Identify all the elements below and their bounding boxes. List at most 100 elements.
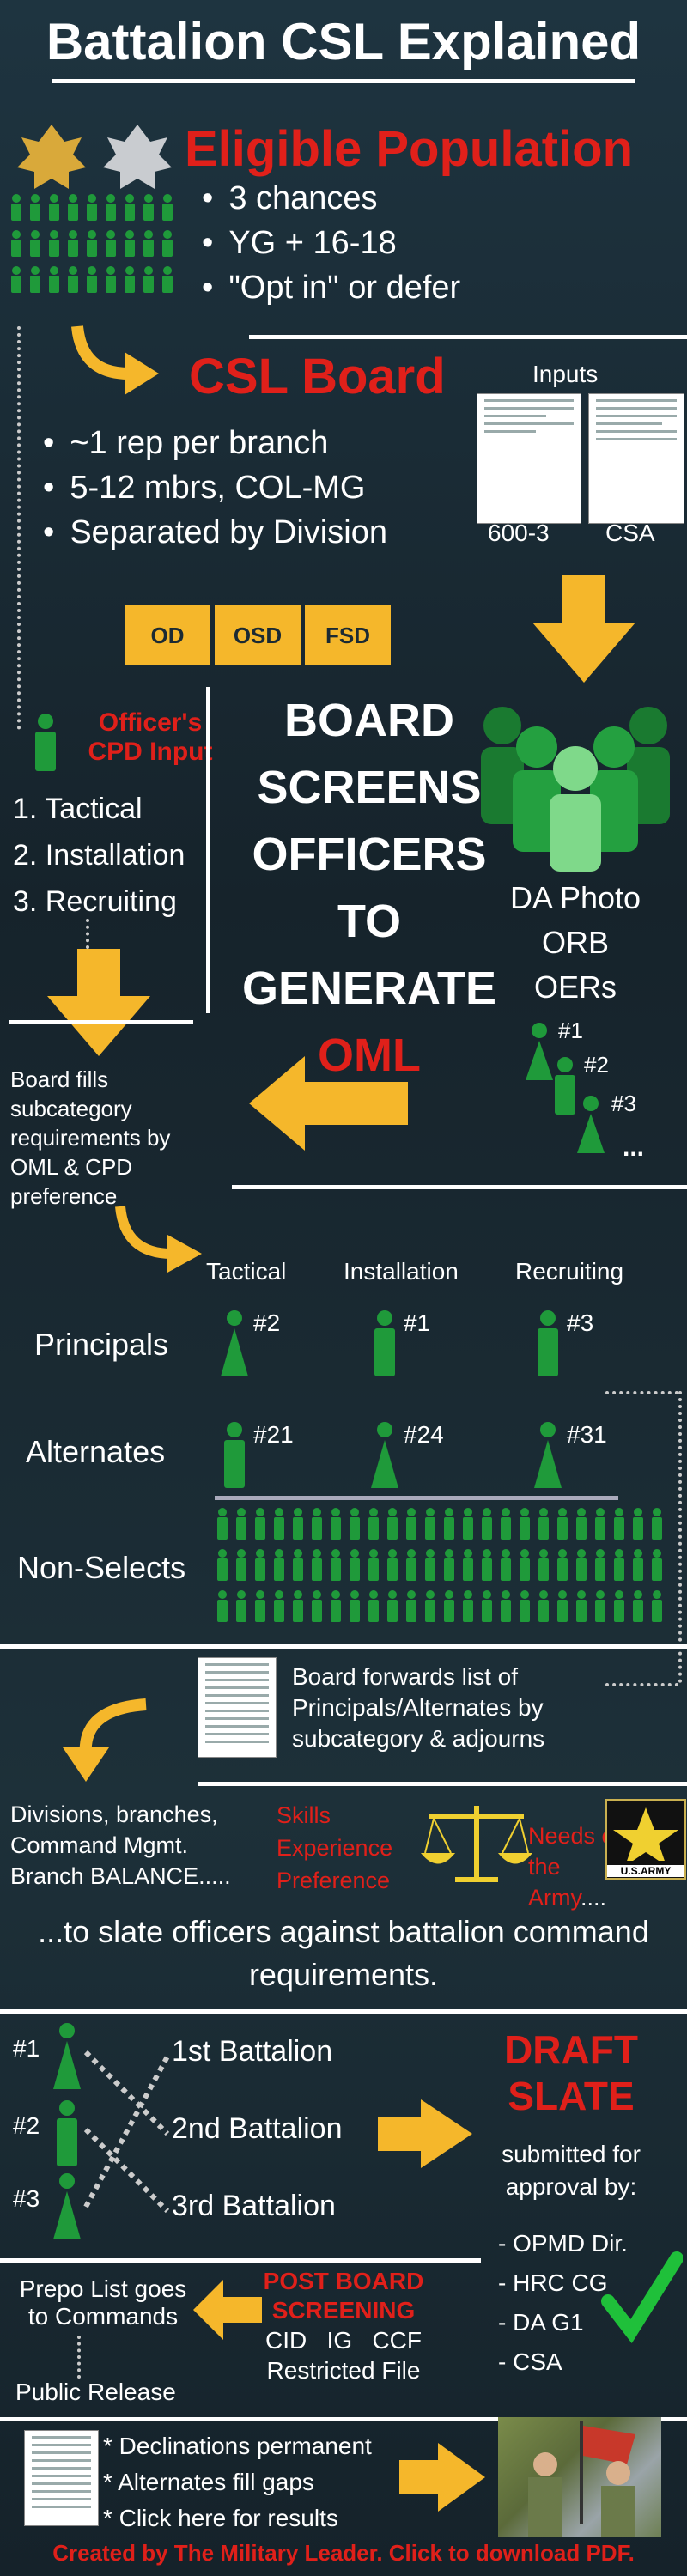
scales-icon [421,1806,532,1882]
connector-dots [605,1683,678,1686]
right-arrow-icon [378,2099,472,2168]
rank-label: #2 [253,1309,281,1336]
board-fills-text: Board fills subcategory requirements by … [10,1066,171,1209]
screens-line: SCREENS [257,762,482,813]
list-item: Preference [277,1868,391,1893]
list-item: 5-12 mbrs, COL-MG [43,465,387,510]
results-link[interactable]: * Click here for results [103,2505,338,2531]
list-item: - CSA [498,2348,562,2375]
doc-label: CSA [605,519,655,546]
balance-text: Divisions, branches, Command Mgmt. Branc… [10,1801,231,1889]
army-logo-text: U.S.ARMY [607,1865,684,1877]
right-arrow-icon [399,2443,485,2512]
results-document[interactable] [24,2430,99,2526]
curved-arrow-icon [71,325,159,395]
list-item: * Declinations permanent [103,2433,372,2459]
rank-label: #2 [584,1052,609,1078]
screens-line: OFFICERS [252,829,487,880]
divider [198,1782,687,1786]
connector-dots [17,326,21,730]
draft-slate-heading: DRAFT SLATE [504,2027,638,2118]
soldiers-icon [528,2421,635,2537]
rank-label: #21 [253,1421,294,1448]
list-item: YG + 16-18 [202,221,460,265]
rank-label: #1 [13,2035,40,2062]
battalion-2: 2nd Battalion [172,2112,343,2145]
public-release: Public Release [15,2379,176,2405]
rank-label: #1 [404,1309,431,1336]
divider [52,79,635,83]
division-od: OD [125,605,210,665]
left-arrow-icon [193,2280,262,2340]
screens-line: BOARD [284,695,454,746]
officer-icon [224,1422,245,1488]
rank-label: #24 [404,1421,444,1448]
doc-label: 600-3 [488,519,550,546]
rank-label: #3 [13,2185,40,2212]
footer-download-link[interactable]: Created by The Military Leader. Click to… [52,2540,635,2566]
cpd-list: 1. Tactical 2. Installation 3. Recruitin… [13,786,185,925]
list-item: - OPMD Dir. [498,2230,628,2257]
post-board-heading: POST BOARD SCREENING [263,2268,424,2324]
left-arrow-icon [249,1056,408,1151]
divider [206,687,210,1013]
document-csa[interactable] [588,393,684,524]
officer-population-icon [11,194,173,293]
slate-connectors [83,2050,170,2214]
down-arrow-icon [532,575,635,683]
officer-icon [534,1422,562,1488]
screening-checks: CID IG CCF [265,2327,422,2354]
screens-line: GENERATE [241,963,497,1014]
officer-icon [555,1057,575,1115]
principals-label: Principals [34,1327,169,1362]
divider [0,2009,687,2014]
connector-dots [605,1391,678,1394]
needs-suffix: .... [581,1885,607,1911]
submitted-text: submitted for approval by: [502,2141,641,2200]
divider [249,335,687,339]
list-item: 1. Tactical [13,793,143,825]
curved-arrow-icon [63,1698,147,1782]
officer-icon [53,2173,81,2239]
screens-text: BOARD SCREENS OFFICERS TO GENERATE OML [223,687,515,1089]
document-600-3[interactable] [477,393,581,524]
division-fsd: FSD [305,605,391,665]
star-icon [613,1807,678,1866]
officer-icon [577,1096,605,1153]
rank-insignia-icon [17,125,172,189]
list-item: ~1 rep per branch [43,421,387,465]
eligible-heading: Eligible Population [185,121,633,177]
list-item: 2. Installation [13,839,185,872]
connector-dots [77,2336,81,2379]
list-item: OERs [533,969,617,1005]
officer-icon [374,1310,395,1376]
divider [0,1644,687,1649]
curved-arrow-icon [115,1206,202,1273]
non-select-officers-icon [217,1508,662,1622]
list-item: 3. Recruiting [13,885,177,918]
battalion-3: 3rd Battalion [172,2190,336,2222]
prepo-text: Prepo List goes to Commands [19,2275,187,2330]
change-of-command-photo[interactable] [498,2417,661,2537]
ellipsis: ... [623,1133,645,1162]
division-osd: OSD [215,605,301,665]
officer-icon [538,1310,558,1376]
down-arrow-icon [47,949,150,1056]
divider [9,1020,193,1024]
screens-line: TO [337,896,401,947]
battalion-1: 1st Battalion [172,2035,333,2068]
officer-icon [371,1422,398,1488]
rank-label: #3 [611,1091,636,1116]
rank-label: #1 [558,1018,583,1043]
divider [215,1496,618,1500]
officer-icon [57,2100,77,2166]
rank-label: #2 [13,2112,40,2139]
review-materials: DA Photo ORB OERs [481,876,670,1010]
divider [232,1185,687,1189]
rank-label: #31 [567,1421,607,1448]
connector-dots [678,1391,682,1683]
approvers-list: - OPMD Dir. - HRC CG - DA G1 - CSA [498,2224,628,2382]
list-item: Experience [277,1835,393,1861]
list-document [198,1657,277,1758]
list-item: - DA G1 [498,2309,584,2336]
